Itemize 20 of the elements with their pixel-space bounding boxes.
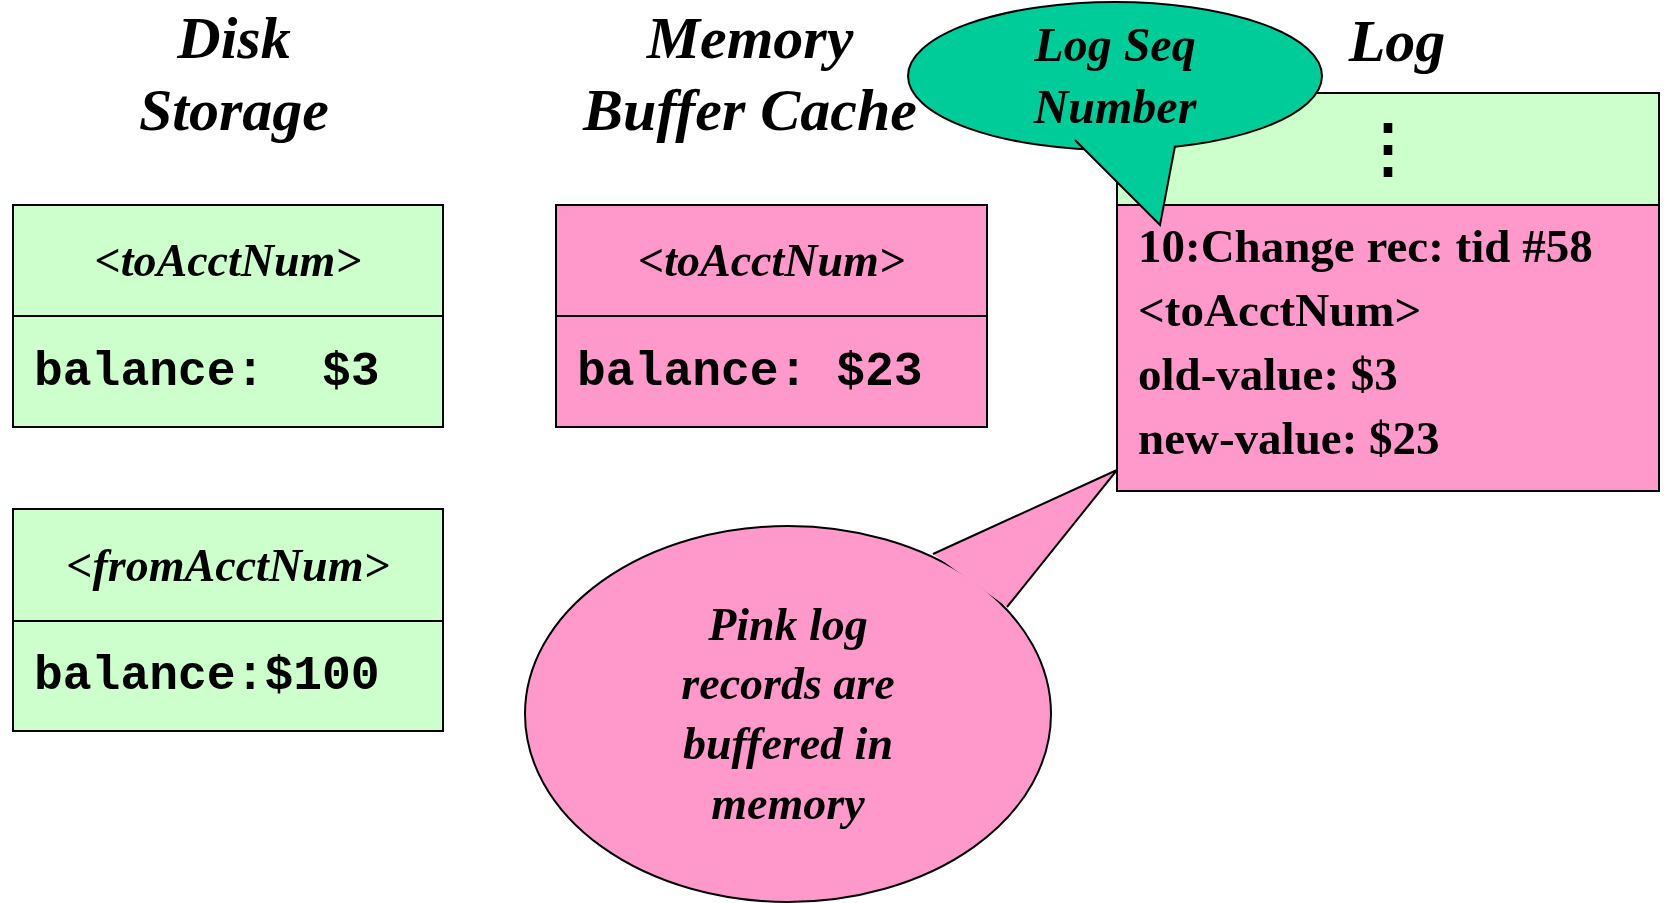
field-value: balance: $3 (33, 343, 381, 401)
log-record-box (1116, 204, 1660, 492)
record-header: <fromAcctNum> (14, 510, 442, 622)
ellipsis: ⋮ (1356, 114, 1420, 184)
log-field: <toAcctNum> (1138, 278, 1658, 342)
callout-text: Log Seq Number (1032, 16, 1198, 135)
record-box (12, 204, 444, 428)
record-header: <toAcctNum> (14, 206, 442, 317)
field-value: balance:$100 (33, 648, 381, 705)
column-heading: Memory Buffer Cache (581, 4, 918, 145)
column-heading: Log (1347, 7, 1447, 76)
record-header: <toAcctNum> (557, 206, 986, 317)
field-value: balance: $23 (576, 343, 924, 401)
log-field: new-value: $23 (1138, 406, 1658, 470)
column-heading: Disk Storage (138, 4, 330, 145)
log-field: old-value: $3 (1138, 342, 1658, 406)
record-box (12, 508, 444, 732)
log-field: 10:Change rec: tid #58 (1138, 214, 1658, 278)
record-box (555, 204, 988, 428)
callout-text: Pink log records are buffered in memory (680, 597, 896, 831)
